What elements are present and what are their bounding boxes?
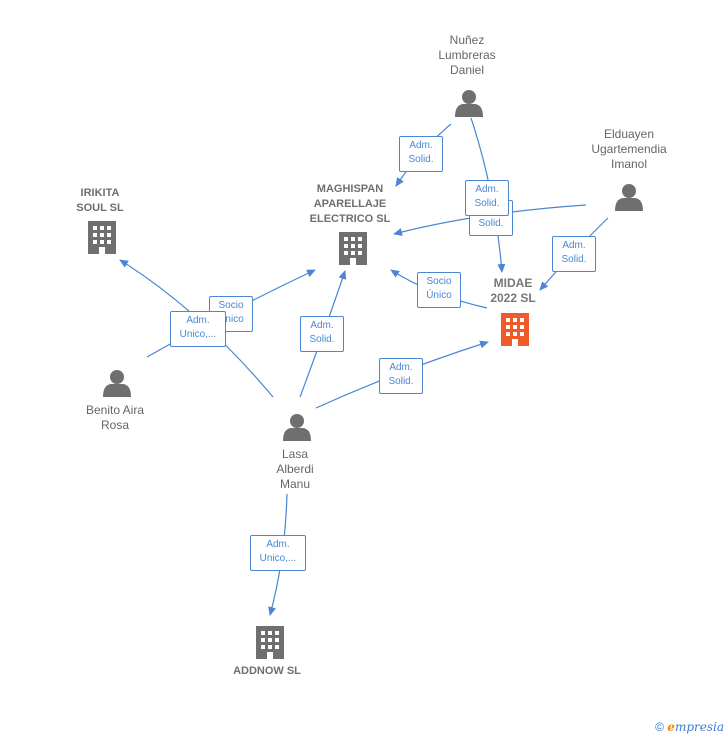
copyright-icon: ©: [655, 720, 664, 734]
person-icon-lasa: [283, 414, 311, 441]
node-label-addnow[interactable]: ADDNOW SL: [233, 665, 301, 677]
edge-label-nunez-maghispan[interactable]: Adm. Solid.: [399, 136, 443, 172]
building-icon-irikita: [88, 221, 116, 254]
node-label-midae[interactable]: MIDAE 2022 SL: [490, 276, 536, 305]
building-icon-addnow: [256, 626, 284, 659]
person-icon-benito: [103, 370, 131, 397]
building-icon-maghispan: [339, 232, 367, 265]
person-icon-nunez: [455, 90, 483, 117]
edge-label-lasa-maghispan[interactable]: Adm. Solid.: [300, 316, 344, 352]
empresia-logo: empresia: [667, 720, 724, 734]
node-label-elduayen[interactable]: Elduayen Ugartemendia Imanol: [591, 127, 667, 171]
edge-label-elduayen-midae[interactable]: Adm. Solid.: [552, 236, 596, 272]
node-label-maghispan[interactable]: MAGHISPAN APARELLAJE ELECTRICO SL: [309, 183, 391, 225]
person-icon-elduayen: [615, 184, 643, 211]
footer-brand: © empresia: [655, 720, 724, 734]
node-label-irikita[interactable]: IRIKITA SOUL SL: [76, 187, 124, 214]
edge-label-benito-irikita[interactable]: Adm. Unico,...: [170, 311, 226, 347]
brand-e: e: [667, 720, 675, 734]
building-icon-midae: [501, 313, 529, 346]
node-label-lasa[interactable]: Lasa Alberdi Manu: [276, 447, 314, 491]
edge-label-nunez-midae[interactable]: Adm. Solid.: [465, 180, 509, 216]
node-label-nunez[interactable]: Nuñez Lumbreras Daniel: [438, 33, 496, 77]
node-label-benito[interactable]: Benito Aira Rosa: [85, 403, 145, 432]
brand-rest: mpresia: [674, 720, 724, 734]
edge-label-lasa-addnow[interactable]: Adm. Unico,...: [250, 535, 306, 571]
edge-label-lasa-midae[interactable]: Adm. Solid.: [379, 358, 423, 394]
edge-label-midae-maghispan[interactable]: Socio Único: [417, 272, 461, 308]
